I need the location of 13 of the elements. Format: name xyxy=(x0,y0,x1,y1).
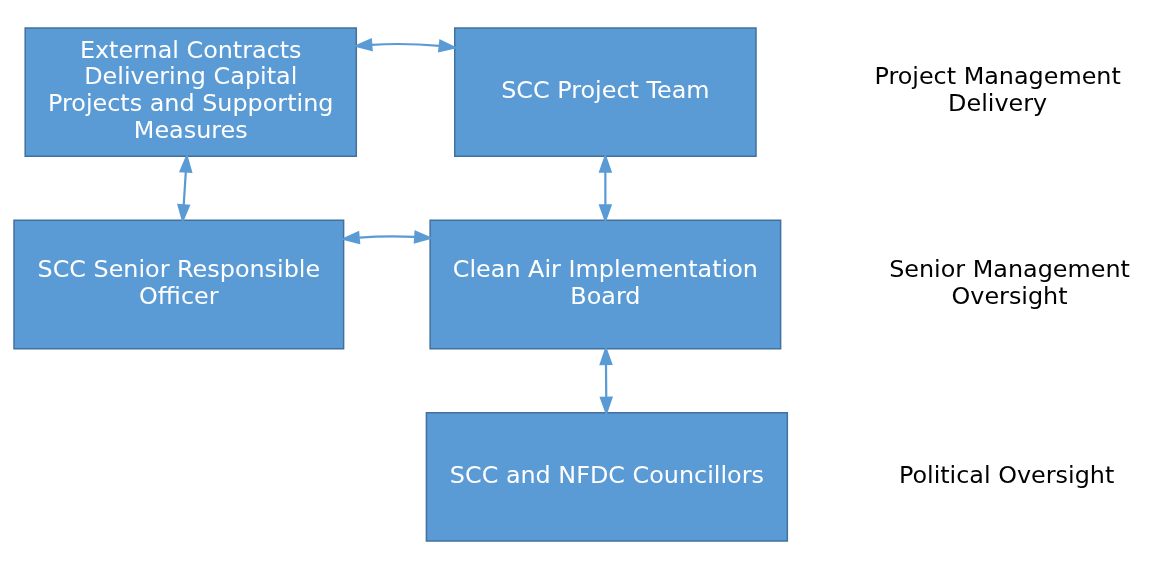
arrow xyxy=(353,37,458,53)
arrow xyxy=(599,345,614,416)
node-box: SCC Project Team xyxy=(454,27,757,157)
node-box: SCC and NFDC Councillors xyxy=(425,412,789,542)
node-box: External Contracts Delivering Capital Projects and Supporting Measures xyxy=(24,27,358,157)
label: Political Oversight xyxy=(898,460,1115,489)
node-box: Clean Air Implementation Board xyxy=(429,219,782,350)
arrow xyxy=(598,153,613,224)
label: Senior Management Oversight xyxy=(889,254,1130,310)
arrow xyxy=(340,230,434,245)
label: Project Management Delivery xyxy=(874,62,1121,118)
node-box: SCC Senior Responsible Officer xyxy=(13,219,345,350)
arrow xyxy=(177,153,193,224)
